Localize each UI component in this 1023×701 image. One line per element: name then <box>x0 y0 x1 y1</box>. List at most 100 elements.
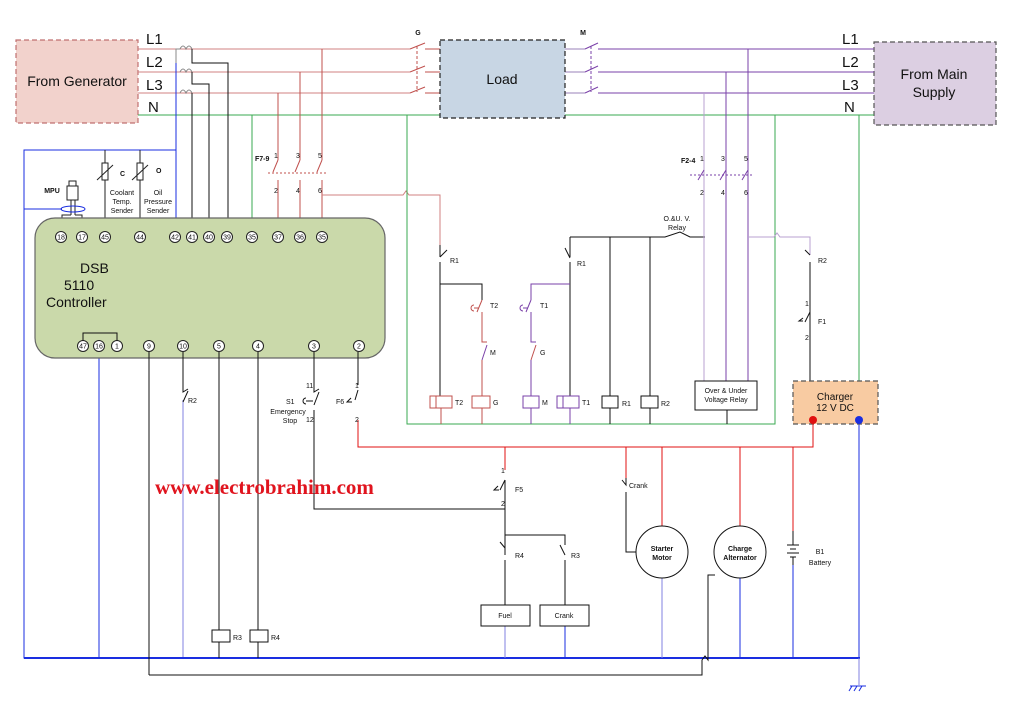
fuse-pin: 4 <box>296 188 300 195</box>
terminal-number: 4 <box>256 344 260 351</box>
oil-pressure-sender-icon <box>131 150 149 237</box>
controller-terminal: 5 <box>213 340 225 352</box>
coil-g-label: G <box>493 400 498 407</box>
terminal-circle <box>186 231 198 243</box>
oil-label-1: Oil <box>154 190 163 197</box>
fuse-f2-4-label: F2-4 <box>681 158 696 165</box>
coil-t1 <box>556 395 580 409</box>
fuel-label: Fuel <box>498 613 512 620</box>
terminal-circle <box>134 231 146 243</box>
current-transformers <box>179 45 193 95</box>
positive-wiring <box>357 420 814 531</box>
controller-terminal: 36 <box>294 231 306 243</box>
fuse-pin: 6 <box>318 188 322 195</box>
generator-label: From Generator <box>27 73 127 89</box>
terminal-bridge <box>82 332 118 341</box>
main-supply-label-2: Supply <box>913 84 956 100</box>
terminal-number: 3 <box>312 344 316 351</box>
controller-terminal: 44 <box>134 231 146 243</box>
oil-label-2: Pressure <box>144 199 172 206</box>
terminal-circle <box>99 231 111 243</box>
charger-label-1: Charger <box>817 392 854 403</box>
controller-terminal: 47 <box>77 340 89 352</box>
controller-terminal: 45 <box>99 231 111 243</box>
contact-t2-label: T2 <box>490 303 498 310</box>
terminal-number: 39 <box>223 235 231 242</box>
coil-r2 <box>640 395 659 409</box>
controller-terminal: 1 <box>111 340 123 352</box>
controller-terminal: 16 <box>93 340 105 352</box>
contact-r2-engine-label: R2 <box>188 398 197 405</box>
terminal-number: 37 <box>274 235 282 242</box>
sensing-wires <box>191 49 229 237</box>
controller-terminal: 3 <box>308 340 320 352</box>
controller-terminal: 17 <box>76 231 88 243</box>
controller-name-3: Controller <box>46 294 107 310</box>
controller-terminal: 18 <box>55 231 67 243</box>
contactor-g-label: G <box>415 30 421 37</box>
generator-bus <box>138 48 440 116</box>
phase-label-l2-left: L2 <box>146 54 163 71</box>
main-supply-source: From Main Supply <box>873 41 997 126</box>
negative-wiring <box>23 149 860 685</box>
fuse-pin: 5 <box>744 156 748 163</box>
contact-r1-nc-label: R1 <box>450 258 459 265</box>
charger-label-2: 12 V DC <box>816 403 854 414</box>
coil-m-label: M <box>542 400 548 407</box>
terminal-circle <box>76 231 88 243</box>
main-supply-label-1: From Main <box>901 66 968 82</box>
mains-bus <box>565 48 874 116</box>
phase-label-l3-left: L3 <box>146 77 163 94</box>
ct-common <box>175 48 180 102</box>
mpu-sensor-icon <box>60 180 86 237</box>
fuse-f7-9-wiring <box>268 49 441 245</box>
terminal-circle <box>55 231 67 243</box>
controller-terminal: 4 <box>252 340 264 352</box>
fuse-f6-label: F6 <box>336 399 344 406</box>
emergency-stop-label-1: Emergency <box>270 409 306 416</box>
coil-r2-label: R2 <box>661 401 670 408</box>
battery-label-1: B1 <box>816 549 825 556</box>
phase-label-l1-right: L1 <box>842 31 859 48</box>
controller-terminal: 9 <box>143 340 155 352</box>
fuse-f6-icon <box>345 397 352 403</box>
starter-motor: Starter Motor <box>635 525 689 579</box>
contact-g-label: G <box>540 350 545 357</box>
terminal-number: 5 <box>217 344 221 351</box>
generator-source: From Generator <box>15 39 139 124</box>
controller-terminal: 41 <box>186 231 198 243</box>
terminal-number: 41 <box>188 235 196 242</box>
terminal-number: 17 <box>78 235 86 242</box>
coil-g <box>471 395 491 409</box>
terminal-circle <box>294 231 306 243</box>
coil-r4-engine <box>249 629 269 643</box>
starter-label-2: Motor <box>652 555 672 562</box>
terminal-number: 36 <box>296 235 304 242</box>
coolant-symbol: C <box>120 171 125 178</box>
contact-r4-label: R4 <box>515 553 524 560</box>
controller-terminal: 37 <box>272 231 284 243</box>
controller-terminal: 42 <box>169 231 181 243</box>
crank-solenoid: Crank <box>539 604 590 627</box>
controller-terminal: 35 <box>246 231 258 243</box>
terminal-number: 16 <box>95 344 103 351</box>
coolant-label-3: Sender <box>111 208 134 215</box>
ouv-relay-label-2: Relay <box>668 225 686 232</box>
fuel-solenoid: Fuel <box>480 604 531 627</box>
terminal-circle <box>252 340 264 352</box>
controller-terminal: 10 <box>177 340 189 352</box>
terminal-number: 42 <box>171 235 179 242</box>
controller-terminal: 39 <box>221 231 233 243</box>
contact-t1-label: T1 <box>540 303 548 310</box>
fuse-pin: 6 <box>744 190 748 197</box>
fuse-pin: 2 <box>355 417 359 424</box>
oil-symbol: O <box>156 168 162 175</box>
s1-pin-12: 12 <box>306 417 314 424</box>
coolant-label-1: Coolant <box>110 190 134 197</box>
battery-icon <box>787 531 799 565</box>
contact-r1-no-label: R1 <box>577 261 586 268</box>
over-under-voltage-relay: Over & Under Voltage Relay <box>694 380 758 411</box>
s1-label: S1 <box>286 399 295 406</box>
crank-box-label: Crank <box>555 613 574 620</box>
